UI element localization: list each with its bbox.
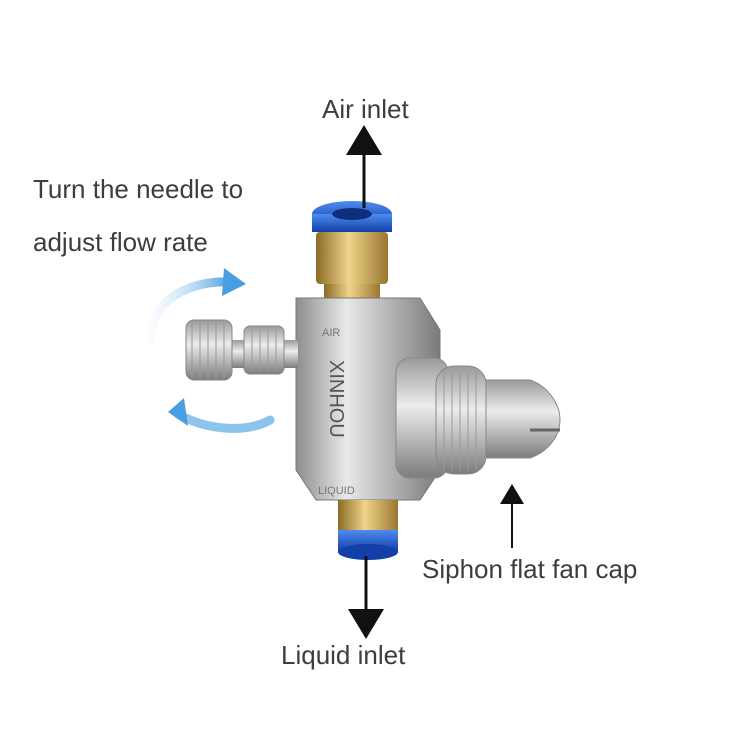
- siphon-cap-label: Siphon flat fan cap: [422, 554, 638, 584]
- liquid-inlet-label: Liquid inlet: [281, 640, 406, 670]
- siphon-cap: [395, 357, 561, 479]
- body-marking-brand: XINHOU: [325, 360, 347, 438]
- body-marking-air: AIR: [322, 327, 340, 339]
- needle-label-line2: adjust flow rate: [33, 227, 208, 257]
- rotation-arrows: [145, 268, 275, 433]
- needle-valve: [185, 319, 298, 381]
- air-inlet-fitting: [312, 201, 392, 300]
- needle-label-line1: Turn the needle to: [33, 174, 244, 204]
- air-inlet-label: Air inlet: [322, 94, 409, 124]
- liquid-inlet-fitting: [338, 500, 398, 560]
- body-marking-liquid: LIQUID: [318, 485, 355, 497]
